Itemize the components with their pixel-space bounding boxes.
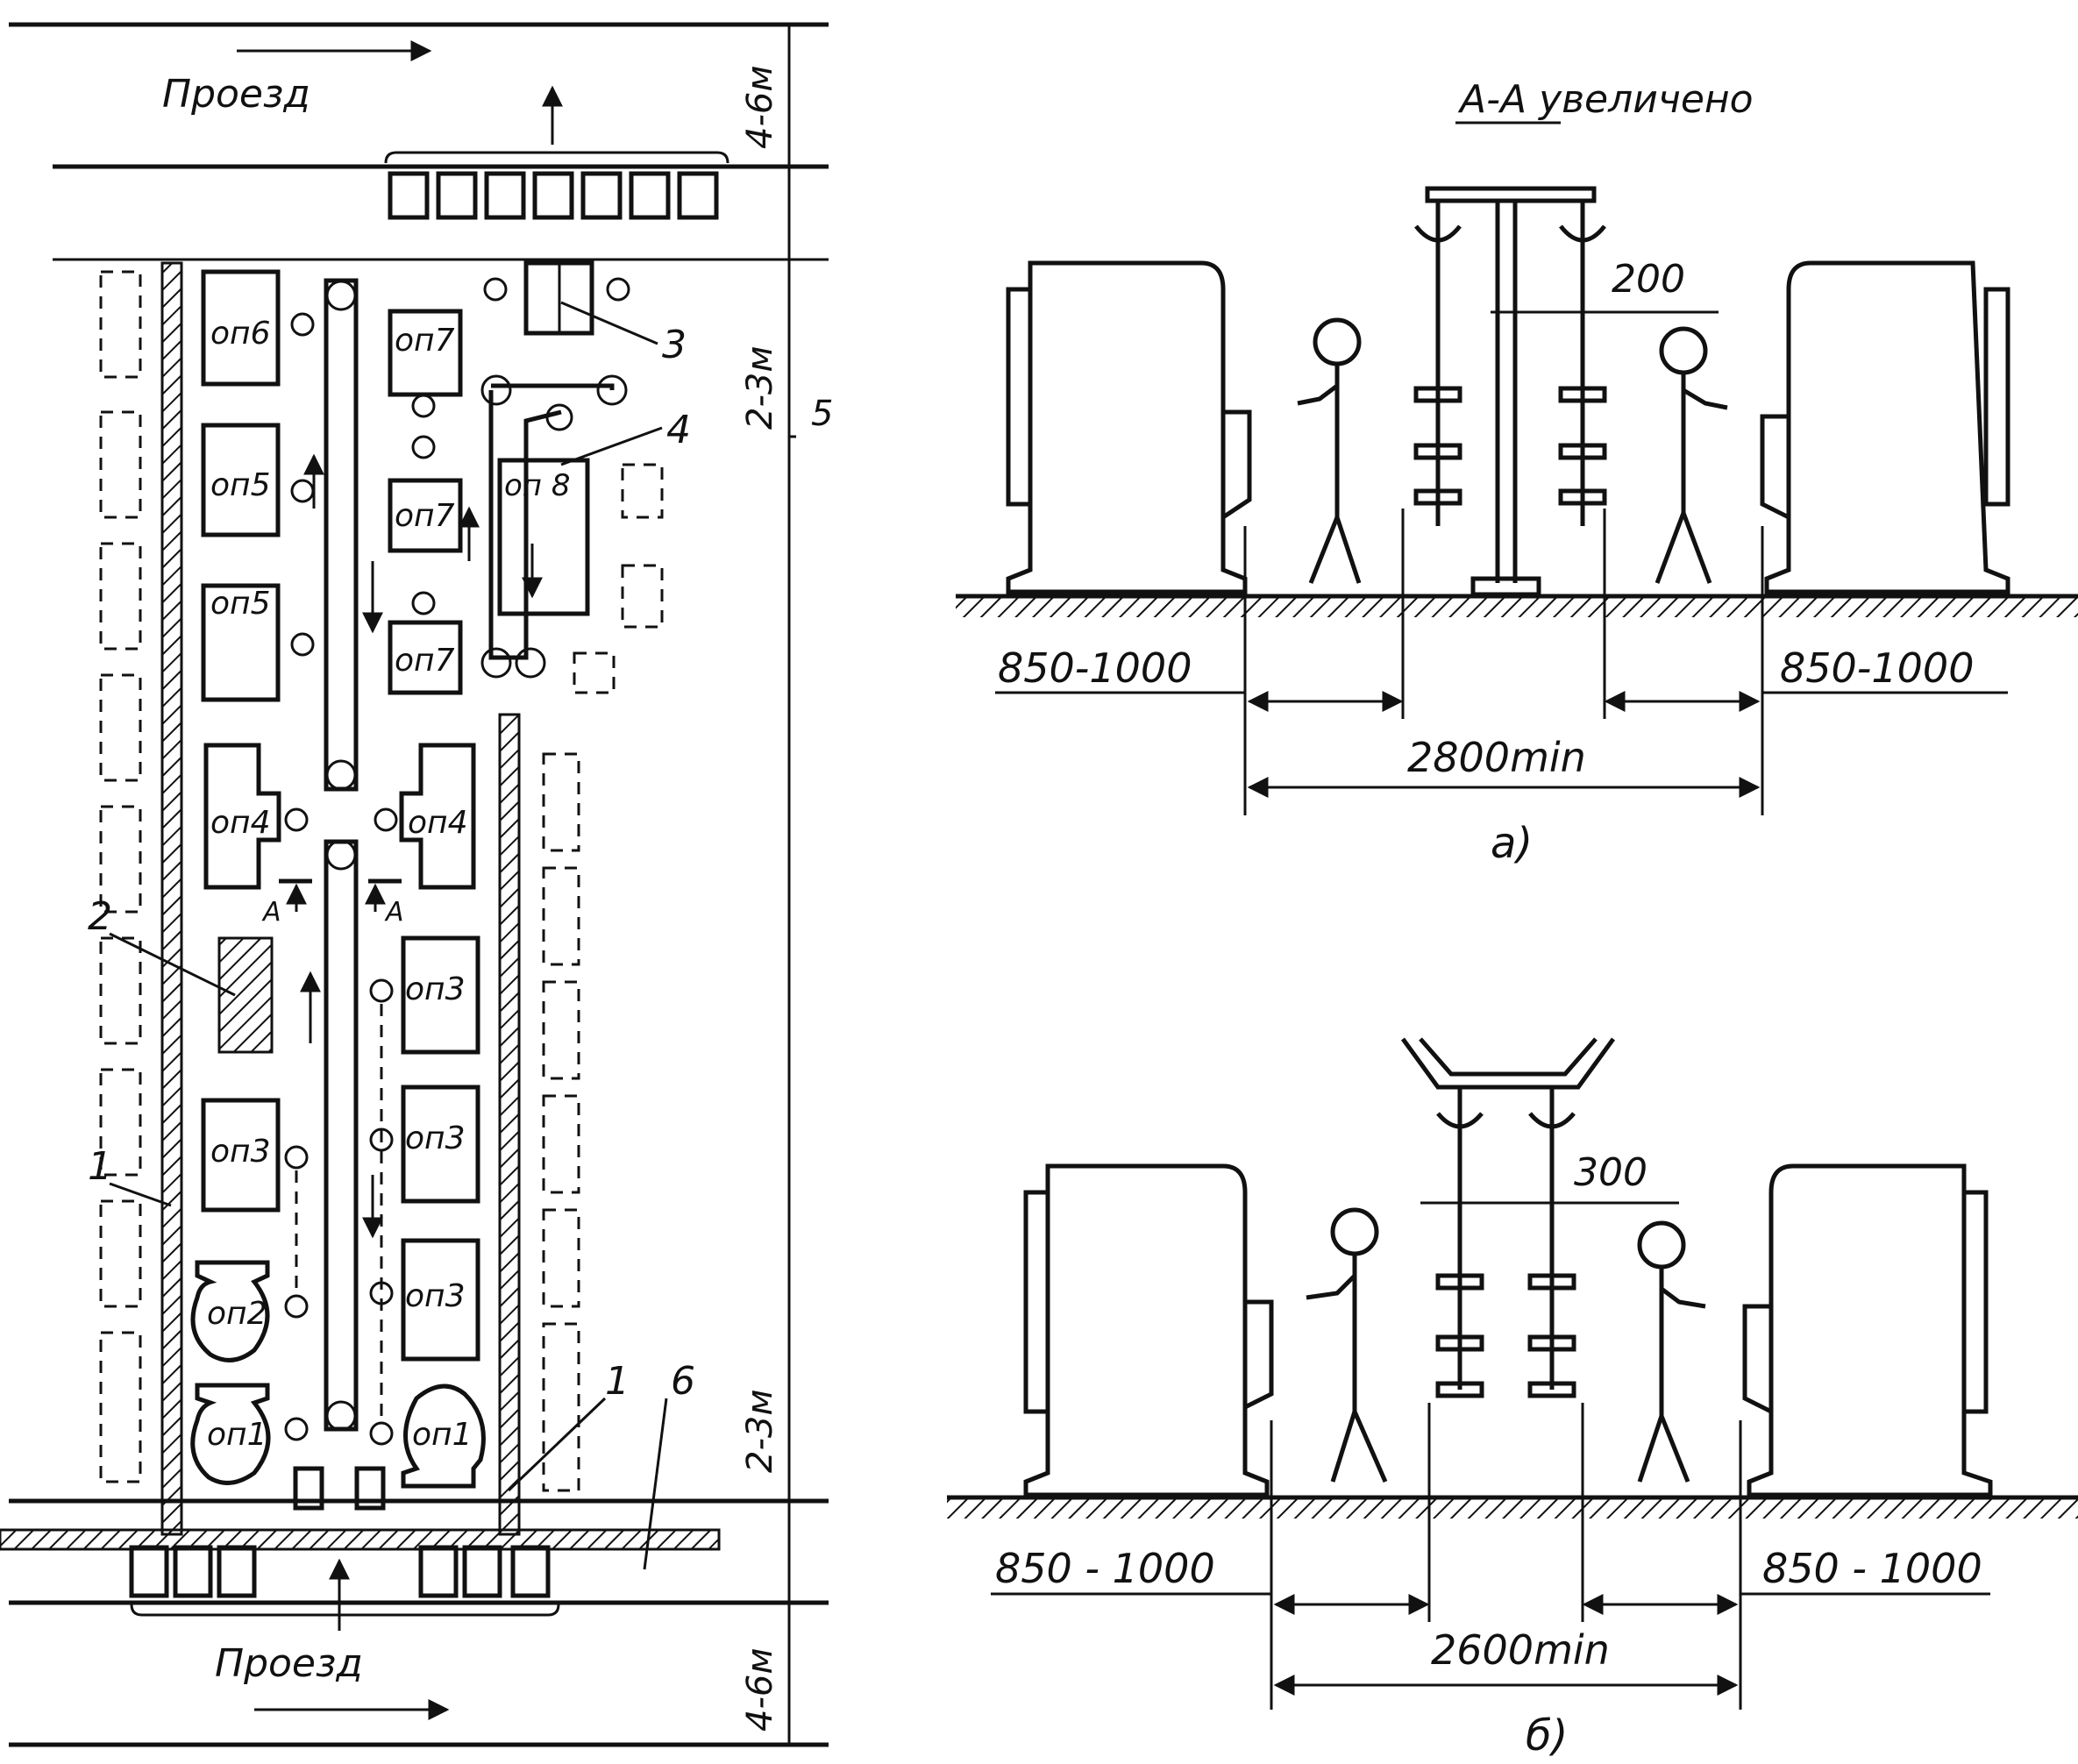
machine-op3-right-2: оп3 [401,1085,480,1204]
machine-op6: оп6 [201,269,281,387]
section-b-dim-total: 2600min [1431,1626,1610,1674]
dim-top-label: 4-6м [740,65,780,149]
machine-op1-right: оп1 [401,1383,486,1489]
section-a-worker-right [1655,326,1728,584]
svg-text:оп 8: оп 8 [504,468,570,503]
right-dashed-places [542,463,664,1492]
machine-op7-middle: оп7 [388,478,463,553]
callout-5: 5 [811,394,833,434]
callout-6: 6 [671,1359,695,1404]
section-a-caption: а) [1491,819,1533,868]
section-b-worker-left [1306,1207,1388,1483]
svg-text:оп5: оп5 [210,467,270,503]
section-b-caption: б) [1526,1711,1568,1760]
section-b: 300 850 - 1000 850 - 1000 2600min б) [947,1037,2078,1760]
svg-text:оп1: оп1 [412,1417,472,1453]
conveyor-upper [303,278,383,792]
section-a-machine-right [1760,260,2010,594]
bottom-wall-strip [0,1528,721,1551]
callout-3: 3 [662,323,687,367]
section-b-machine-left [1023,1163,1274,1497]
machine-op3-right-3: оп3 [401,1238,480,1362]
svg-text:оп3: оп3 [405,971,465,1007]
section-b-machine-right [1742,1163,1993,1497]
svg-text:оп3: оп3 [405,1120,465,1156]
svg-text:оп7: оп7 [395,643,455,679]
callout-2-leader [109,932,236,997]
callout-1-leader [109,1182,172,1207]
callout-1b-leader [507,1397,607,1492]
machine-op8: оп 8 [497,458,590,616]
bottom-brace [130,1604,560,1617]
left-dashed-places [99,270,142,1483]
bottom-containers [129,1545,551,1598]
top-brace [384,151,729,164]
svg-text:A: A [261,897,281,928]
section-a: А-А увеличено [956,77,2078,868]
machine-op7-top: оп7 [388,309,463,397]
callout-4: 4 [666,408,691,452]
workers [284,277,630,1446]
machine-op3-right-1: оп3 [401,935,480,1055]
callout-2: 2 [88,894,112,939]
svg-text:оп2: оп2 [207,1296,267,1332]
section-a-overhead-rail [1413,186,1607,597]
section-a-dim-gap: 200 [1612,257,1685,302]
callout-6-leader [643,1398,668,1570]
conveyor-lower [300,839,383,1432]
section-b-dim-left: 850 - 1000 [995,1545,1215,1592]
reserved-place-2 [217,936,274,1054]
dim-gap-top-label: 2-3м [740,345,780,430]
machine-op5-upper: оп5 [201,423,281,537]
right-wall [498,713,521,1536]
section-a-worker-left [1297,317,1362,584]
svg-text:оп5: оп5 [210,586,270,622]
passage-bottom-label: Проезд [215,1641,363,1686]
machine-op4-left: оп4 [203,743,281,890]
svg-text:оп4: оп4 [210,805,270,841]
section-a-dim-left: 850-1000 [998,644,1192,692]
svg-text:оп1: оп1 [207,1417,267,1453]
callout-1: 1 [88,1144,112,1189]
svg-text:оп3: оп3 [405,1278,465,1314]
svg-text:оп7: оп7 [395,498,455,534]
machine-op4-right: оп4 [399,743,476,890]
machine-op3-left: оп3 [201,1098,281,1213]
svg-text:оп6: оп6 [210,316,270,352]
section-marker-left: A [261,878,312,928]
section-marker-right: A [365,878,404,928]
svg-text:оп7: оп7 [395,323,455,359]
svg-text:оп3: оп3 [210,1134,270,1170]
machine-op1-left: оп1 [190,1383,271,1485]
section-b-floor-hatch [947,1499,2078,1519]
callout-4-leader [560,426,663,466]
section-b-overhead-rail [1400,1037,1616,1398]
machine-op2: оп2 [190,1260,270,1362]
bottom-box-2 [354,1466,386,1511]
callout-1-bottom: 1 [605,1359,630,1404]
callout-5-leader [787,435,796,438]
dim-gap-bottom-label: 2-3м [740,1389,780,1473]
section-b-dim-right: 850 - 1000 [1762,1545,1982,1592]
left-wall [160,261,183,1536]
section-a-machine-left [1006,260,1252,594]
workshop-plan: Проезд Проезд 4-6м 2-3м 2-3м 4-6м 5 [0,22,833,1747]
machine-op5-lower: оп5 [201,583,281,702]
dim-bottom-label: 4-6м [740,1647,780,1732]
callout-3-leader [560,301,658,345]
conveyor-op8-loop [459,374,628,679]
section-a-floor-hatch [956,598,2078,617]
section-a-title: А-А увеличено [1457,77,1754,122]
svg-text:A: A [384,897,404,928]
passage-top-label: Проезд [162,72,310,117]
section-a-dim-total: 2800min [1407,734,1586,781]
svg-text:оп4: оп4 [408,805,467,841]
section-b-dim-gap: 300 [1574,1150,1647,1195]
bottom-box-1 [293,1466,324,1511]
top-containers [388,171,719,220]
machine-op7-bottom: оп7 [388,620,463,695]
section-b-worker-right [1637,1220,1706,1483]
section-a-dim-right: 850-1000 [1780,644,1974,692]
